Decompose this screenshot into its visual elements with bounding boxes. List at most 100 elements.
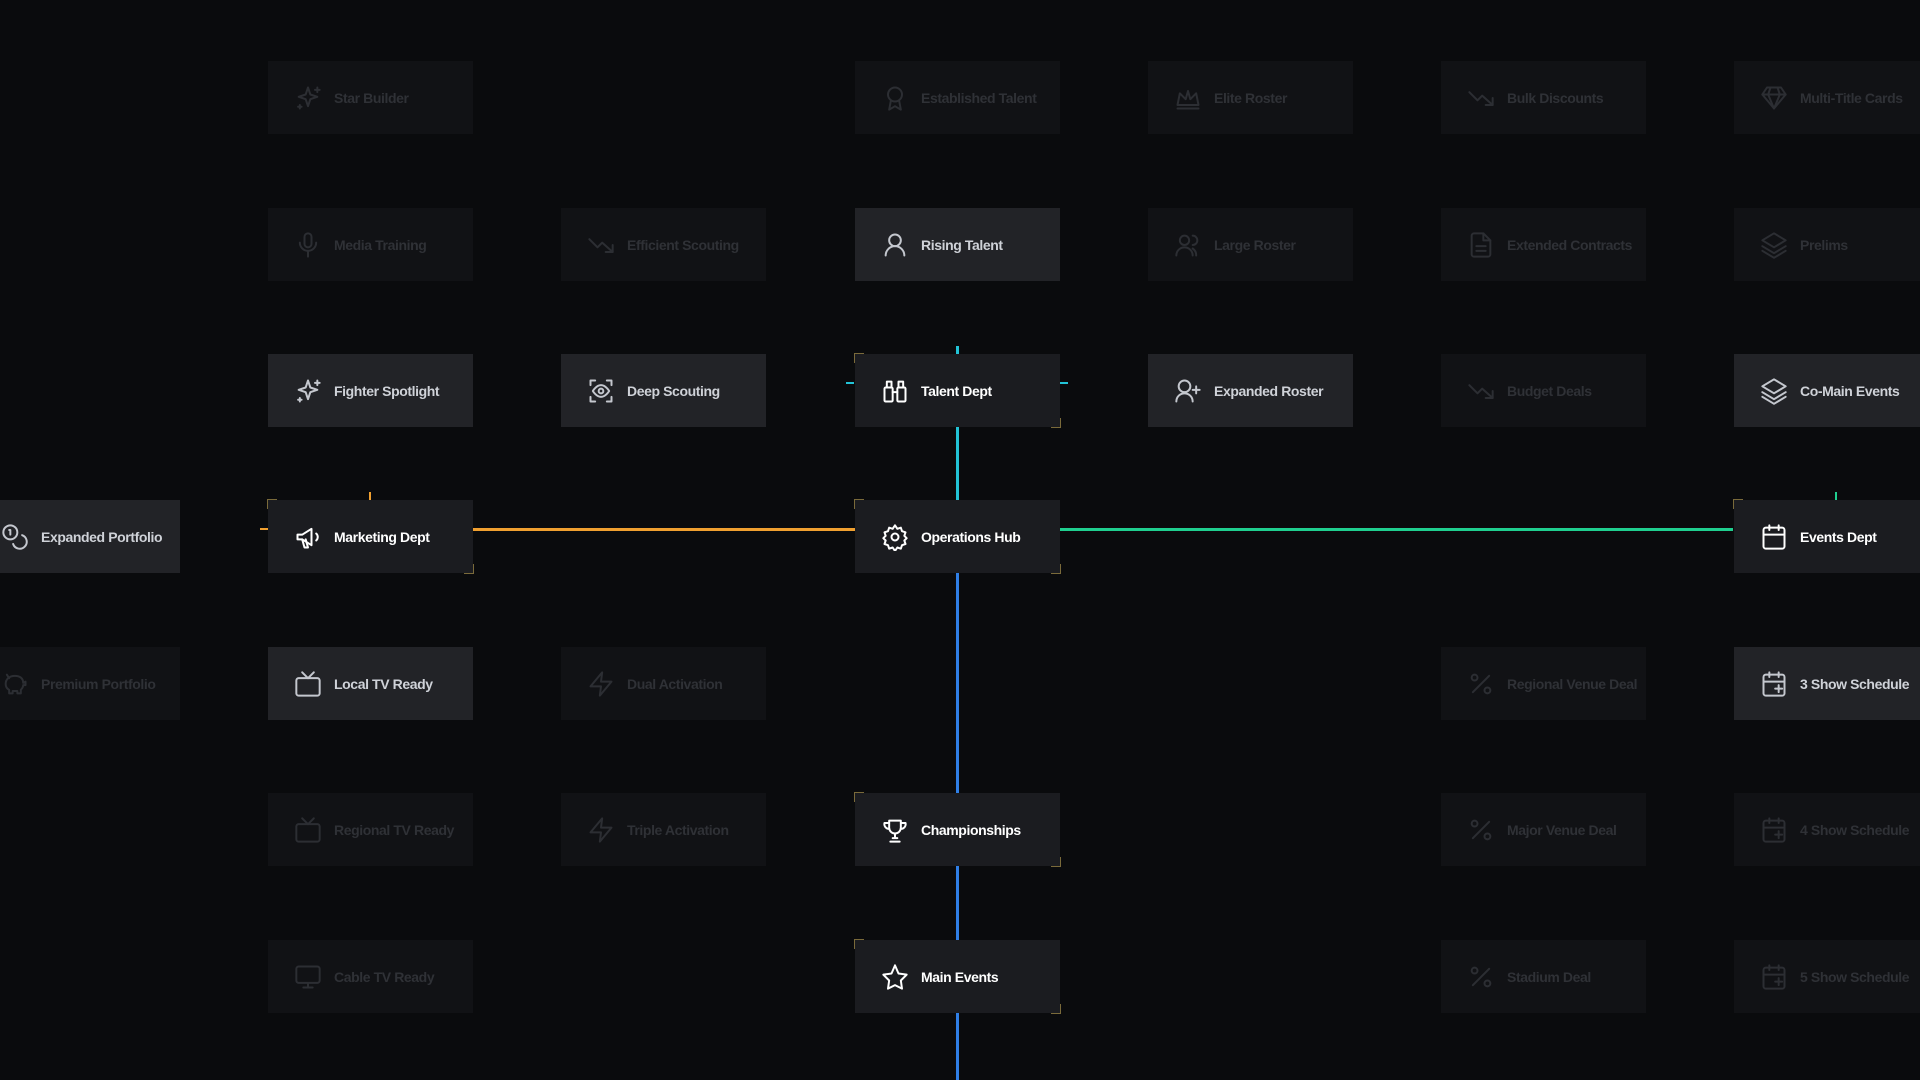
skill-node-extended-contracts[interactable]: Extended Contracts xyxy=(1441,208,1646,281)
tv-icon xyxy=(294,816,322,844)
skill-node-major-venue-deal[interactable]: Major Venue Deal xyxy=(1441,793,1646,866)
skill-node-operations-hub[interactable]: Operations Hub xyxy=(854,499,1061,574)
crown-icon xyxy=(1174,84,1202,112)
node-corner-bracket xyxy=(1051,857,1061,867)
skill-node-deep-scouting[interactable]: Deep Scouting xyxy=(561,354,766,427)
skill-node-label: Media Training xyxy=(334,236,427,253)
skill-node-label: Local TV Ready xyxy=(334,675,433,692)
skill-node-label: Operations Hub xyxy=(921,528,1021,545)
file-icon xyxy=(1467,231,1495,259)
award-icon xyxy=(881,84,909,112)
gem-icon xyxy=(1760,84,1788,112)
piggy-icon xyxy=(1,670,29,698)
skill-node-co-main-events[interactable]: Co-Main Events xyxy=(1734,354,1920,427)
user-plus-icon xyxy=(1174,377,1202,405)
skill-node-local-tv-ready[interactable]: Local TV Ready xyxy=(268,647,473,720)
skill-node-cable-tv-ready[interactable]: Cable TV Ready xyxy=(268,940,473,1013)
node-corner-bracket xyxy=(1051,1004,1061,1014)
skill-node-expanded-portfolio[interactable]: Expanded Portfolio xyxy=(0,500,180,573)
user-icon xyxy=(881,231,909,259)
skill-node-label: Established Talent xyxy=(921,89,1037,106)
skill-node-large-roster[interactable]: Large Roster xyxy=(1148,208,1353,281)
users-icon xyxy=(1174,231,1202,259)
sparkles-icon xyxy=(294,377,322,405)
skill-node-star-builder[interactable]: Star Builder xyxy=(268,61,473,134)
skill-node-label: 3 Show Schedule xyxy=(1800,675,1910,692)
skill-node-expanded-roster[interactable]: Expanded Roster xyxy=(1148,354,1353,427)
skill-node-regional-venue-deal[interactable]: Regional Venue Deal xyxy=(1441,647,1646,720)
skill-node-bulk-discounts[interactable]: Bulk Discounts xyxy=(1441,61,1646,134)
trend-down-icon xyxy=(1467,84,1495,112)
node-corner-bracket xyxy=(464,564,474,574)
skill-node-established-talent[interactable]: Established Talent xyxy=(855,61,1060,134)
skill-node-talent-dept[interactable]: Talent Dept xyxy=(854,353,1061,428)
calendar-plus-icon xyxy=(1760,816,1788,844)
node-corner-bracket xyxy=(854,353,864,363)
skill-node-prelims[interactable]: Prelims xyxy=(1734,208,1920,281)
skill-node-three-show-schedule[interactable]: 3 Show Schedule xyxy=(1734,647,1920,720)
skill-node-label: Expanded Portfolio xyxy=(41,528,163,545)
skill-node-label: Main Events xyxy=(921,968,999,985)
skill-node-rising-talent[interactable]: Rising Talent xyxy=(855,208,1060,281)
skill-node-dual-activation[interactable]: Dual Activation xyxy=(561,647,766,720)
skill-node-efficient-scouting[interactable]: Efficient Scouting xyxy=(561,208,766,281)
skill-node-label: Fighter Spotlight xyxy=(334,382,440,399)
skill-node-fighter-spotlight[interactable]: Fighter Spotlight xyxy=(268,354,473,427)
skill-node-label: Championships xyxy=(921,821,1021,838)
skill-node-elite-roster[interactable]: Elite Roster xyxy=(1148,61,1353,134)
skill-node-premium-portfolio[interactable]: Premium Portfolio xyxy=(0,647,180,720)
skill-node-marketing-dept[interactable]: Marketing Dept xyxy=(267,499,474,574)
skill-node-label: Prelims xyxy=(1800,236,1848,253)
skill-node-label: Cable TV Ready xyxy=(334,968,435,985)
node-corner-bracket xyxy=(267,499,277,509)
skill-node-label: 5 Show Schedule xyxy=(1800,968,1910,985)
skill-node-label: Star Builder xyxy=(334,89,409,106)
skill-node-label: Marketing Dept xyxy=(334,528,430,545)
tv-icon xyxy=(294,670,322,698)
monitor-icon xyxy=(294,963,322,991)
node-corner-bracket xyxy=(1051,418,1061,428)
calendar-plus-icon xyxy=(1760,963,1788,991)
skill-node-label: Triple Activation xyxy=(627,821,729,838)
connector-championships-to-main-events xyxy=(956,866,959,940)
skill-node-stadium-deal[interactable]: Stadium Deal xyxy=(1441,940,1646,1013)
skill-node-label: Expanded Roster xyxy=(1214,382,1324,399)
skill-node-label: Large Roster xyxy=(1214,236,1296,253)
skill-node-budget-deals[interactable]: Budget Deals xyxy=(1441,354,1646,427)
connector-marketing-to-hub xyxy=(473,528,856,531)
connector-talent-right-stub xyxy=(1060,382,1068,384)
skill-node-main-events[interactable]: Main Events xyxy=(854,939,1061,1014)
connector-hub-to-championships xyxy=(956,573,959,793)
coins-icon xyxy=(1,523,29,551)
skill-node-triple-activation[interactable]: Triple Activation xyxy=(561,793,766,866)
trend-down-icon xyxy=(1467,377,1495,405)
layers-icon xyxy=(1760,231,1788,259)
skill-node-media-training[interactable]: Media Training xyxy=(268,208,473,281)
skill-node-label: Multi-Title Cards xyxy=(1800,89,1903,106)
skill-node-multi-title-cards[interactable]: Multi-Title Cards xyxy=(1734,61,1920,134)
calendar-icon xyxy=(1760,523,1788,551)
skill-node-label: Regional Venue Deal xyxy=(1507,675,1638,692)
skill-node-label: Talent Dept xyxy=(921,382,992,399)
skill-node-five-show-schedule[interactable]: 5 Show Schedule xyxy=(1734,940,1920,1013)
skill-node-label: Rising Talent xyxy=(921,236,1003,253)
skill-node-label: Bulk Discounts xyxy=(1507,89,1604,106)
gear-icon xyxy=(881,523,909,551)
skill-node-label: Events Dept xyxy=(1800,528,1877,545)
skill-node-label: Deep Scouting xyxy=(627,382,720,399)
skill-node-championships[interactable]: Championships xyxy=(854,792,1061,867)
skill-node-label: Major Venue Deal xyxy=(1507,821,1617,838)
node-corner-bracket xyxy=(854,939,864,949)
connector-talent-left-stub xyxy=(846,382,854,384)
percent-icon xyxy=(1467,670,1495,698)
percent-icon xyxy=(1467,816,1495,844)
skill-node-regional-tv-ready[interactable]: Regional TV Ready xyxy=(268,793,473,866)
node-corner-bracket xyxy=(854,499,864,509)
skill-node-four-show-schedule[interactable]: 4 Show Schedule xyxy=(1734,793,1920,866)
connector-marketing-left-stub xyxy=(260,528,268,530)
skill-node-events-dept[interactable]: Events Dept xyxy=(1733,499,1920,573)
calendar-plus-icon xyxy=(1760,670,1788,698)
layers-icon xyxy=(1760,377,1788,405)
zap-icon xyxy=(587,816,615,844)
